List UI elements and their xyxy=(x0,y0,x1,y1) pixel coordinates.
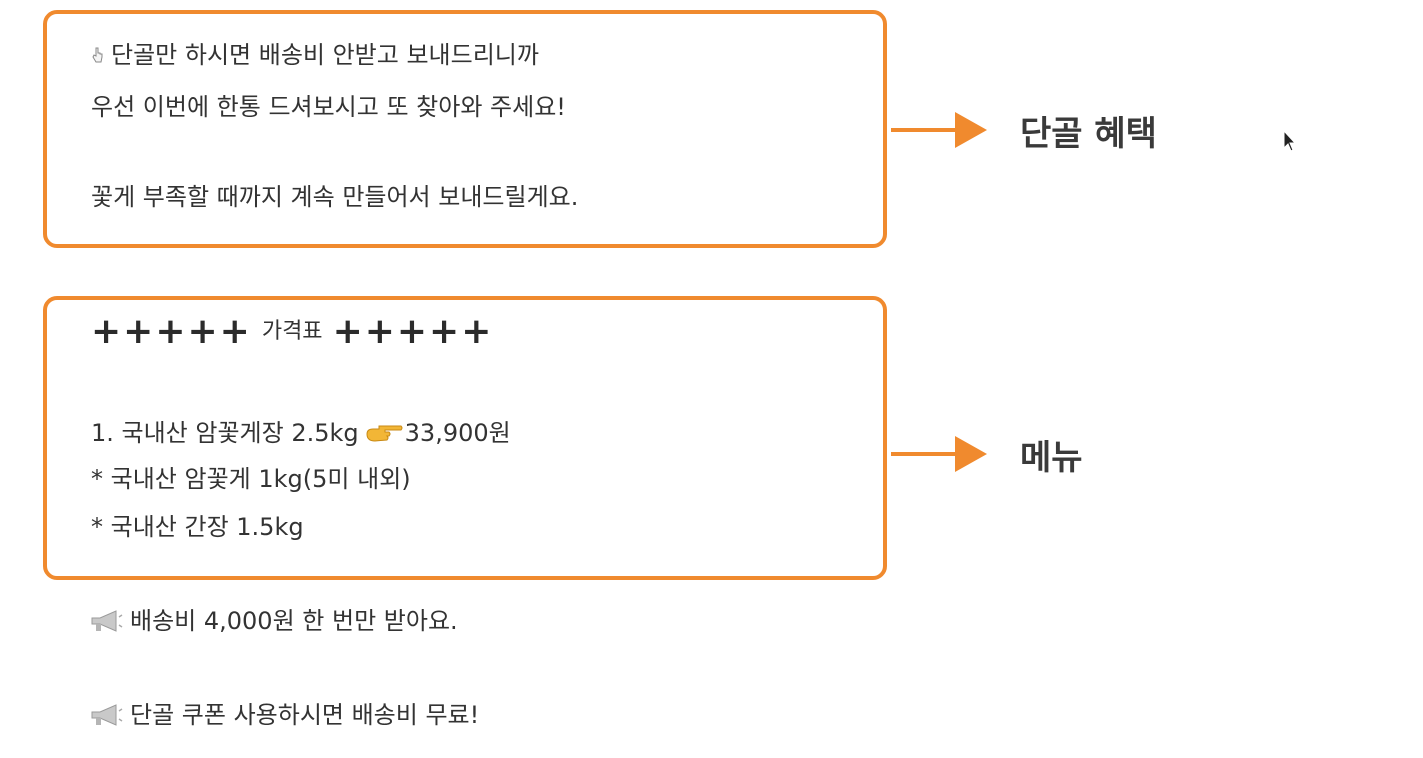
menu-item-3: * 국내산 간장 1.5kg xyxy=(91,513,304,541)
shipping-note: 배송비 4,000원 한 번만 받아요. xyxy=(90,606,458,636)
pointing-finger-icon xyxy=(365,421,403,443)
megaphone-icon xyxy=(90,703,124,727)
coupon-note: 단골 쿠폰 사용하시면 배송비 무료! xyxy=(90,700,479,730)
price-table-title: +++++ 가격표 +++++ xyxy=(91,314,493,350)
megaphone-icon xyxy=(90,609,124,633)
benefit-line-1: 단골만 하시면 배송비 안받고 보내드리니까 xyxy=(91,40,539,70)
pointing-hand-icon xyxy=(91,42,103,63)
benefit-line-1-text: 단골만 하시면 배송비 안받고 보내드리니까 xyxy=(111,41,539,69)
coupon-note-text: 단골 쿠폰 사용하시면 배송비 무료! xyxy=(130,701,480,729)
menu-box: +++++가격표+++++ 1. 국내산 암꽃게장 2.5kg 33,900원 … xyxy=(43,296,887,580)
plus-decoration-left: +++++ xyxy=(91,311,252,352)
callout-menu: 메뉴 xyxy=(1020,438,1083,478)
benefit-line-3: 꽃게 부족할 때까지 계속 만들어서 보내드릴게요. xyxy=(91,183,579,211)
menu-item-1-name: 1. 국내산 암꽃게장 2.5kg xyxy=(91,419,359,447)
mouse-cursor-icon xyxy=(1283,130,1297,152)
plus-decoration-right: +++++ xyxy=(332,311,494,352)
benefit-line-2: 우선 이번에 한통 드셔보시고 또 찾아와 주세요! xyxy=(91,93,566,121)
callout-benefit: 단골 혜택 xyxy=(1020,114,1157,154)
arrow-right-icon xyxy=(891,112,987,148)
menu-item-1: 1. 국내산 암꽃게장 2.5kg 33,900원 xyxy=(91,418,511,448)
menu-item-2: * 국내산 암꽃게 1kg(5미 내외) xyxy=(91,465,411,493)
price-table-label: 가격표 xyxy=(261,319,323,344)
benefit-box: 단골만 하시면 배송비 안받고 보내드리니까 우선 이번에 한통 드셔보시고 또… xyxy=(43,10,887,248)
arrow-right-icon xyxy=(891,436,987,472)
menu-item-1-price: 33,900원 xyxy=(404,419,511,447)
shipping-note-text: 배송비 4,000원 한 번만 받아요. xyxy=(130,607,458,635)
